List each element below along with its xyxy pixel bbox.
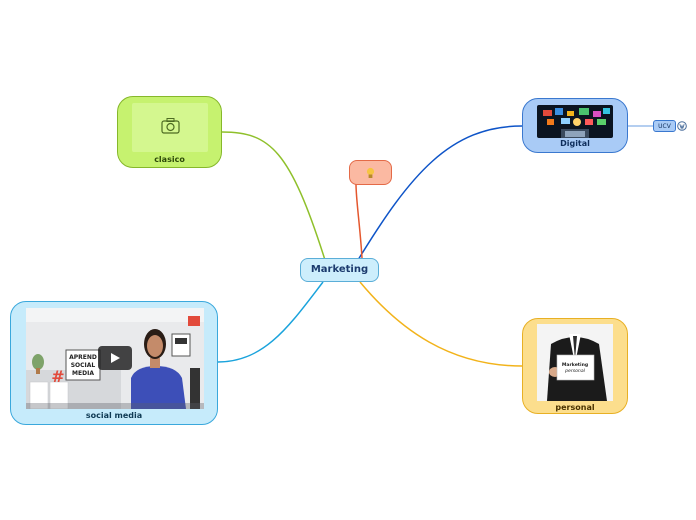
- topic-social-media-label: social media: [85, 411, 143, 420]
- video-thumbnail[interactable]: APREND SOCIAL MEDIA #: [26, 308, 204, 409]
- business-card-line-1: Marketing: [562, 362, 588, 368]
- topic-personal-label: personal: [555, 403, 595, 412]
- play-button-icon[interactable]: [98, 346, 132, 370]
- video-sign-line-2: SOCIAL: [71, 362, 96, 369]
- topic-personal[interactable]: Marketing personal personal: [522, 318, 628, 414]
- topic-clasico[interactable]: clasico: [117, 96, 222, 168]
- video-sign-line-3: MEDIA: [72, 370, 94, 377]
- branch-bulb: [355, 183, 363, 259]
- topic-digital[interactable]: Digital: [522, 98, 628, 153]
- branch-clasico: [221, 131, 326, 261]
- topic-clasico-label: clasico: [154, 155, 185, 164]
- branch-digital: [357, 125, 523, 261]
- central-topic[interactable]: Marketing: [300, 258, 379, 282]
- video-sign-line-1: APREND: [69, 354, 97, 361]
- branch-social: [217, 281, 324, 363]
- camera-icon: [161, 118, 180, 134]
- topic-social-media[interactable]: APREND SOCIAL MEDIA # social media: [10, 301, 218, 425]
- lightbulb-icon: [366, 167, 375, 178]
- central-topic-label: Marketing: [310, 264, 369, 275]
- clasico-image-area: [132, 103, 208, 152]
- digital-technology-image: [537, 105, 613, 138]
- business-card-line-2: personal: [564, 368, 586, 374]
- businessman-card-image: Marketing personal: [537, 324, 613, 401]
- wordpress-icon[interactable]: [677, 121, 687, 131]
- subtopic-ucv[interactable]: UCV: [653, 120, 676, 132]
- subtopic-ucv-label: UCV: [658, 123, 671, 130]
- topic-idea[interactable]: [349, 160, 392, 185]
- topic-digital-label: Digital: [560, 139, 590, 148]
- video-hashtag: #: [51, 367, 64, 386]
- branch-personal: [359, 281, 523, 367]
